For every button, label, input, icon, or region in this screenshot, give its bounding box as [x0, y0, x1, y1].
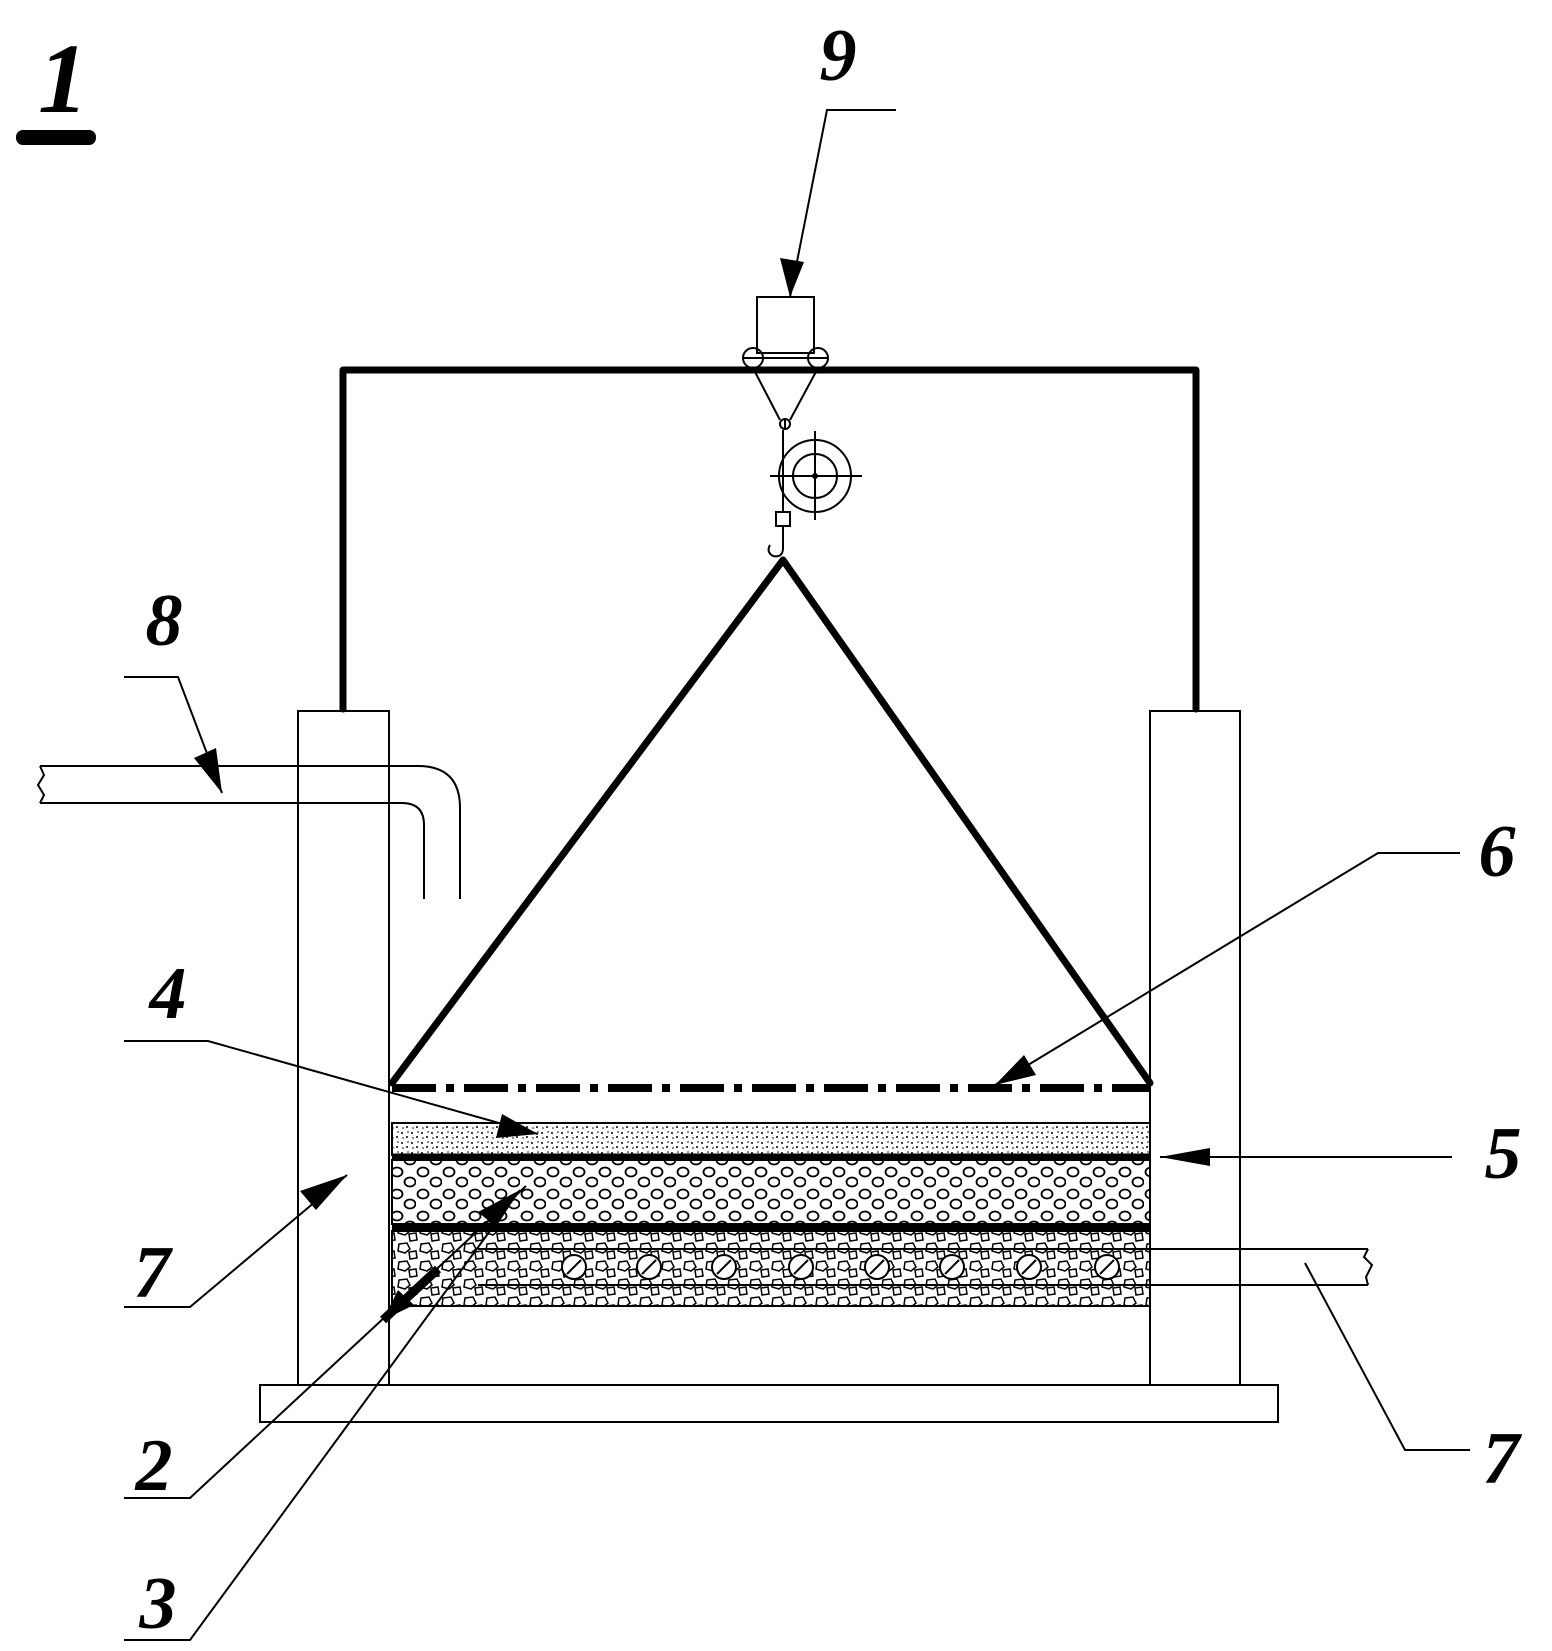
callout-2: 2	[135, 1425, 173, 1507]
perforation-mark-3	[716, 1259, 732, 1275]
drain-pipe	[478, 1248, 1374, 1286]
right-wall	[1149, 710, 1241, 1386]
left-wall	[297, 710, 390, 1386]
hoist-block	[756, 296, 815, 354]
perforation-mark-8	[1099, 1259, 1115, 1275]
callout-6: 6	[1479, 811, 1516, 893]
base-plate	[259, 1384, 1279, 1423]
callout-7-left: 7	[134, 1232, 174, 1314]
perforation-mark-5	[869, 1259, 885, 1275]
hoist-unit	[742, 296, 862, 558]
callout-7-right: 7	[1483, 1418, 1523, 1500]
figure-number-underline	[16, 130, 96, 145]
hook-block	[775, 511, 791, 527]
perforation-mark-6	[944, 1259, 960, 1275]
figure-number: 1	[16, 23, 96, 145]
perforation-mark-1	[566, 1259, 582, 1275]
perforation-mark-2	[641, 1259, 657, 1275]
callout-4: 4	[148, 953, 187, 1035]
callout-8: 8	[146, 580, 183, 662]
hook-icon	[767, 526, 784, 558]
perforation-mark-7	[1021, 1259, 1037, 1275]
callout-leaders	[124, 109, 1470, 1641]
lifting-frame	[339, 366, 1200, 713]
figure-number-text: 1	[38, 23, 88, 134]
perforation-mark-4	[793, 1259, 809, 1275]
lifting-slings	[388, 556, 1154, 1087]
layer-gravel	[391, 1159, 1151, 1225]
callout-5: 5	[1485, 1113, 1522, 1195]
callout-3: 3	[139, 1563, 177, 1645]
inlet-pipe	[36, 765, 461, 899]
drain-pipe-perforations	[561, 1254, 1120, 1280]
callout-9: 9	[820, 15, 857, 97]
